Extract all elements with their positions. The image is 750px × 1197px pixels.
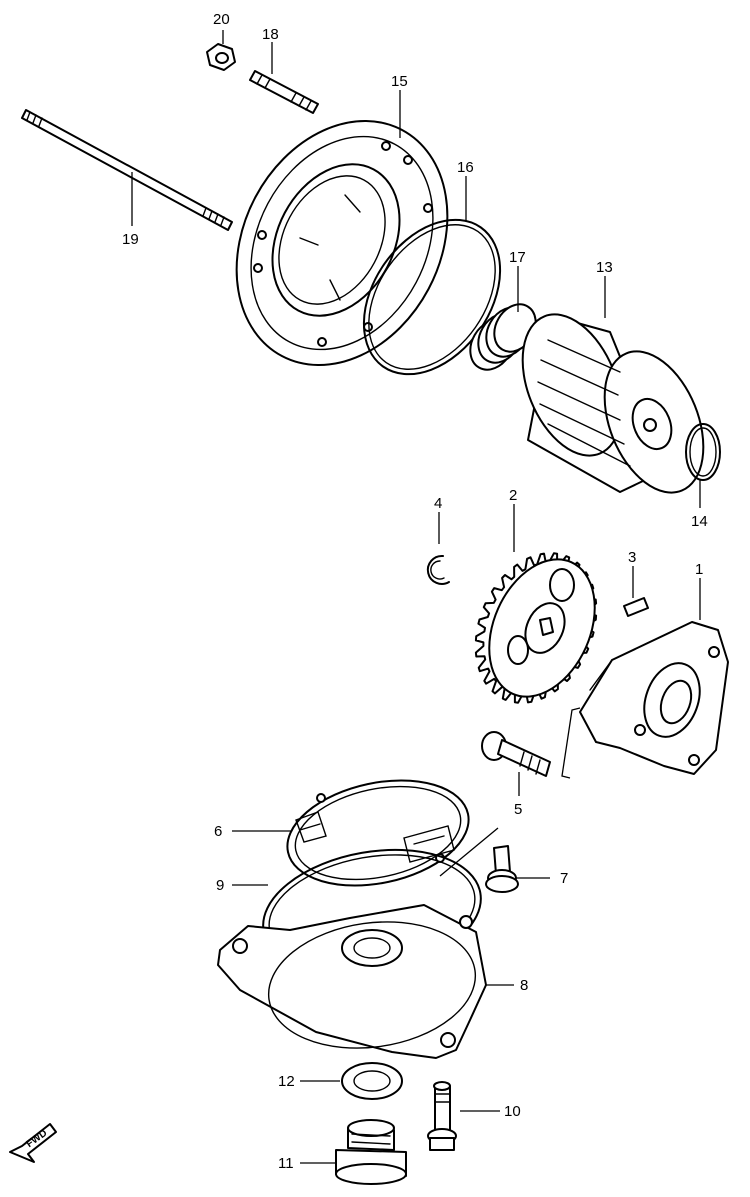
callout-2: 2 (509, 487, 517, 504)
filter-cover-plate-part (235, 119, 449, 367)
spring-part (469, 303, 537, 371)
flange-bolt-part (427, 1081, 457, 1151)
callout-6: 6 (214, 823, 222, 840)
callout-13: 13 (596, 259, 613, 276)
callout-11: 11 (278, 1155, 294, 1172)
callout-18: 18 (262, 26, 279, 43)
oil-filter-part (521, 313, 705, 494)
callout-19: 19 (122, 231, 139, 248)
drain-washer-part (341, 1062, 403, 1100)
callout-numbers: 20 18 15 16 19 17 13 14 4 2 3 1 5 6 7 9 … (122, 11, 708, 1172)
callout-20: 20 (213, 11, 230, 28)
callout-17: 17 (509, 249, 526, 266)
callout-1: 1 (695, 561, 703, 578)
callout-15: 15 (391, 73, 408, 90)
small-nut-part (206, 43, 236, 71)
long-stud-part (21, 109, 233, 231)
callout-5: 5 (514, 801, 522, 818)
small-o-ring-part (685, 423, 721, 481)
oil-strainer-screen-part (286, 779, 470, 887)
alignment-dash-lines (561, 707, 581, 779)
oil-pan-cover-part (217, 904, 487, 1059)
bolt-alignment-dash (439, 827, 499, 877)
callout-7: 7 (560, 870, 568, 887)
callout-9: 9 (216, 877, 224, 894)
circlip-part (426, 554, 450, 585)
callout-leader-lines (131, 30, 701, 1164)
dowel-pin-part (623, 597, 649, 617)
pump-drive-gear-part (474, 552, 598, 704)
pump-bolt-part (481, 731, 551, 777)
short-stud-part (249, 70, 319, 114)
callout-4: 4 (434, 495, 442, 512)
callout-3: 3 (628, 549, 636, 566)
oil-pump-part (579, 621, 729, 775)
callout-12: 12 (278, 1073, 295, 1090)
drain-plug-part (335, 1119, 407, 1185)
cover-small-bolt-part (485, 845, 519, 893)
fwd-direction-badge: FWD (9, 1123, 57, 1163)
callout-16: 16 (457, 159, 474, 176)
callout-8: 8 (520, 977, 528, 994)
callout-10: 10 (504, 1103, 521, 1120)
callout-14: 14 (691, 513, 708, 530)
